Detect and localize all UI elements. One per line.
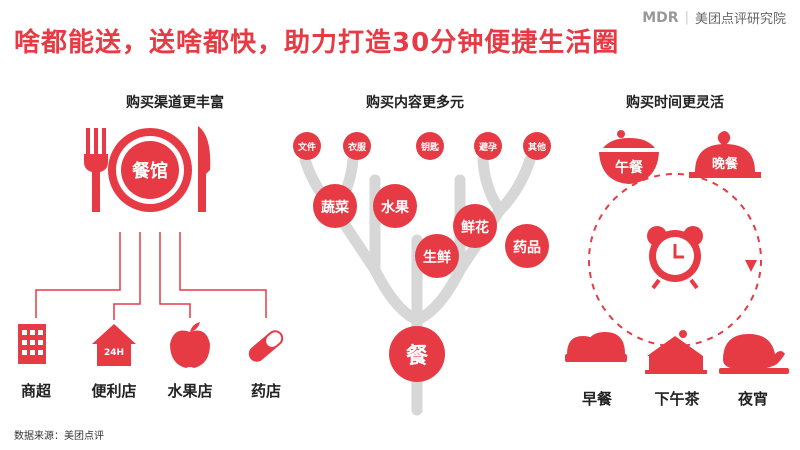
logo-divider: | [684, 10, 689, 25]
bubble-files: 文件 [297, 141, 316, 153]
logo-org: 美团点评研究院 [694, 12, 786, 27]
big-bubbles: 蔬菜 水果 鲜花 生鲜 药品 [313, 184, 549, 278]
supermarket-icon [18, 324, 46, 364]
heading-time: 购买时间更灵活 [626, 95, 724, 111]
bubble-other: 其他 [528, 141, 546, 153]
bubble-clothes: 衣服 [348, 141, 367, 153]
title-part1: 啥都能送，送啥都快， [14, 28, 285, 58]
lunch-bowl-icon: 午餐 [599, 130, 659, 184]
pill-icon [248, 330, 284, 362]
bubble-flowers: 鲜花 [461, 219, 489, 236]
time-diagram: 午餐 晚餐 [565, 130, 789, 374]
apple-icon [170, 322, 210, 368]
bubble-keys: 钥匙 [421, 141, 440, 153]
fork-icon [84, 128, 108, 212]
channel-pharmacy: 药店 [250, 382, 281, 400]
root-bubble [389, 326, 445, 382]
title-part2: 助力打造30分钟便捷生活圈 [284, 28, 620, 58]
late-night-snack-icon [719, 334, 789, 374]
mdr-logo-mark: MDR [642, 9, 679, 26]
heading-channels: 购买渠道更丰富 [126, 95, 224, 111]
bubble-fruit: 水果 [381, 199, 410, 216]
plate-label: 餐馆 [131, 160, 168, 182]
breakfast-bread-icon [565, 332, 627, 362]
lunch-label: 午餐 [615, 159, 644, 176]
meal-breakfast: 早餐 [581, 390, 612, 408]
root-label: 餐 [406, 344, 429, 369]
bubble-vegetables: 蔬菜 [321, 199, 350, 216]
meal-late-night: 夜宵 [737, 390, 768, 408]
channel-supermarket: 商超 [20, 382, 51, 400]
bubble-medicine: 药品 [513, 239, 541, 256]
dinner-label: 晚餐 [712, 156, 739, 172]
knife-icon [198, 126, 211, 212]
bubble-contraceptive: 避孕 [479, 141, 497, 153]
channel-fruit: 水果店 [167, 382, 213, 400]
page-title: 啥都能送，送啥都快，助力打造30分钟便捷生活圈 [14, 22, 619, 59]
convenience-store-icon: 24H [92, 324, 136, 366]
connector-lines [35, 232, 267, 320]
channel-convenience: 便利店 [91, 382, 137, 400]
afternoon-tea-cake-icon [645, 330, 707, 374]
channels-diagram: 餐馆 24H [18, 126, 284, 368]
small-bubbles: 文件 衣服 钥匙 避孕 其他 [293, 132, 551, 160]
sign-24h: 24H [104, 348, 124, 358]
data-source: 数据来源：美团点评 [14, 431, 104, 442]
cycle-arrow-icon [745, 260, 757, 272]
alarm-clock-icon [647, 226, 703, 290]
content-tree: 文件 衣服 钥匙 避孕 其他 蔬菜 水果 鲜花 生鲜 药品 餐 [293, 132, 551, 416]
plate-icon: 餐馆 [108, 128, 192, 212]
dinner-cloche-icon: 晚餐 [689, 131, 761, 178]
brand-logo: MDR | 美团点评研究院 [642, 8, 786, 28]
bubble-fresh-food: 生鲜 [423, 249, 451, 266]
meal-afternoon-tea: 下午茶 [654, 390, 700, 408]
heading-content: 购买内容更多元 [366, 95, 464, 111]
